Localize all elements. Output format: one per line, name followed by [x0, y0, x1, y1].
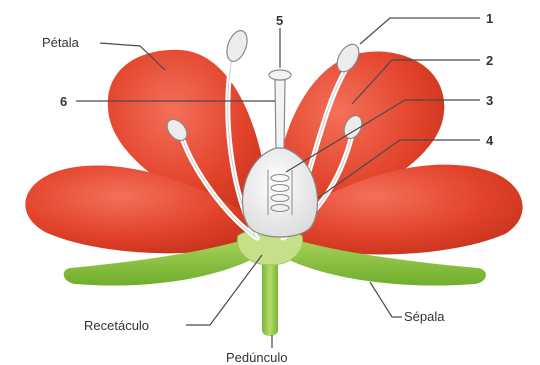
peduncle	[262, 262, 278, 336]
label-sepala: Sépala	[404, 309, 445, 324]
label-number-1: 1	[486, 11, 493, 26]
label-petala: Pétala	[42, 35, 80, 50]
label-pedunculo: Pedúnculo	[226, 350, 287, 365]
leader-sepala	[370, 282, 402, 317]
label-number-3: 3	[486, 93, 493, 108]
label-number-6: 6	[60, 94, 67, 109]
label-recetaculo: Recetáculo	[84, 318, 149, 333]
anther-left-1	[223, 28, 251, 64]
stigma	[269, 70, 291, 80]
label-number-4: 4	[486, 133, 494, 148]
style	[275, 80, 285, 150]
label-number-2: 2	[486, 53, 493, 68]
leader-1	[360, 18, 480, 44]
label-number-5: 5	[276, 13, 283, 28]
